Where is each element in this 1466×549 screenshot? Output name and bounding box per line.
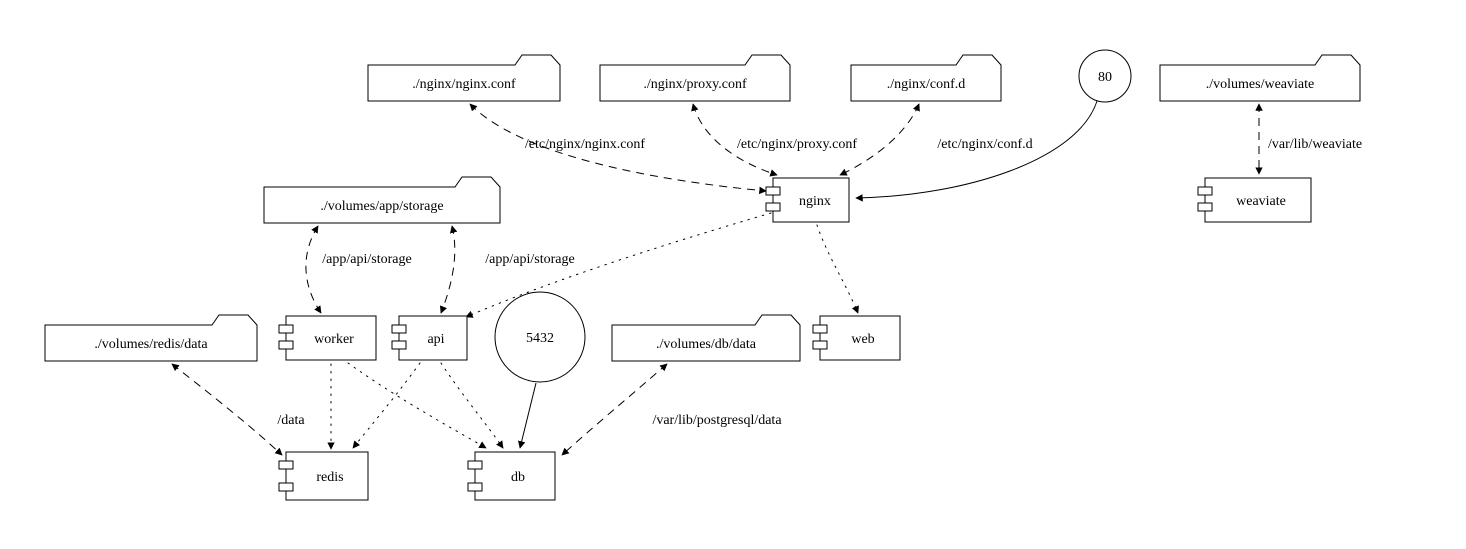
- edge-dbdata-db: [561, 363, 668, 456]
- edge-nginx-nginxconf: [469, 103, 767, 195]
- edge-api-db: [440, 362, 504, 449]
- component-tab-icon: [812, 340, 828, 350]
- node-volumes-weaviate: ./volumes/weaviate: [1159, 54, 1361, 102]
- node-label: ./volumes/db/data: [656, 337, 757, 352]
- component-tab-icon: [1197, 202, 1213, 212]
- node-label: nginx: [799, 194, 831, 209]
- port-circle-icon: [494, 291, 586, 383]
- component-tab-icon: [391, 340, 407, 350]
- edge-storage-worker: [305, 225, 322, 314]
- folder-icon: [367, 54, 561, 102]
- node-conf-d-volume: ./nginx/conf.d: [850, 54, 1002, 102]
- folder-icon: [1159, 54, 1361, 102]
- node-service-web: web: [812, 315, 901, 361]
- node-volumes-redis-data: ./volumes/redis/data: [44, 314, 258, 362]
- component-box: [398, 315, 468, 361]
- component-tab-icon: [812, 324, 828, 334]
- component-box: [772, 177, 850, 223]
- node-service-weaviate: weaviate: [1197, 177, 1312, 223]
- node-label: ./nginx/proxy.conf: [643, 77, 747, 92]
- node-label: ./volumes/app/storage: [320, 199, 443, 214]
- edge-label-nginx-conf-mount: /etc/nginx/nginx.conf: [525, 137, 645, 152]
- component-tab-icon: [278, 482, 294, 492]
- node-label: 5432: [526, 331, 554, 346]
- node-label: api: [427, 332, 444, 347]
- node-service-redis: redis: [278, 451, 369, 501]
- node-volumes-db-data: ./volumes/db/data: [611, 314, 801, 362]
- node-proxy-conf-volume: ./nginx/proxy.conf: [599, 54, 791, 102]
- edge-port5432-db: [517, 382, 537, 449]
- node-label: db: [511, 470, 525, 485]
- node-service-worker: worker: [278, 315, 377, 361]
- node-label: web: [851, 332, 874, 347]
- edge-label-redis-mount: /data: [277, 413, 305, 428]
- component-box: [285, 315, 377, 361]
- port-circle-icon: [1078, 49, 1132, 103]
- node-port-80: 80: [1078, 49, 1132, 103]
- edge-nginx-proxyconf: [691, 103, 778, 177]
- folder-icon: [850, 54, 1002, 102]
- node-label: ./volumes/redis/data: [94, 337, 208, 352]
- folder-icon: [611, 314, 801, 362]
- edge-api-redis: [352, 362, 421, 449]
- edge-label-storage-mount-worker: /app/api/storage: [322, 252, 411, 267]
- folder-icon: [599, 54, 791, 102]
- node-label: ./nginx/nginx.conf: [412, 77, 516, 92]
- component-tab-icon: [1197, 186, 1213, 196]
- edge-nginx-web: [816, 224, 859, 314]
- edge-port80-nginx: [855, 100, 1098, 202]
- component-box: [474, 451, 556, 501]
- node-nginx-conf-volume: ./nginx/nginx.conf: [367, 54, 561, 102]
- node-label: 80: [1098, 70, 1112, 85]
- edge-label-conf-d-mount: /etc/nginx/conf.d: [937, 137, 1032, 152]
- node-service-api: api: [391, 315, 468, 361]
- edge-label-db-mount: /var/lib/postgresql/data: [652, 413, 782, 428]
- component-tab-icon: [467, 460, 483, 470]
- component-tab-icon: [391, 324, 407, 334]
- node-label: ./volumes/weaviate: [1206, 77, 1314, 92]
- node-label: worker: [314, 332, 354, 347]
- component-box: [285, 451, 369, 501]
- node-service-nginx: nginx: [765, 177, 850, 223]
- component-tab-icon: [765, 186, 781, 196]
- node-service-db: db: [467, 451, 556, 501]
- edge-label-storage-mount-api: /app/api/storage: [485, 252, 574, 267]
- edge-worker-db: [347, 362, 487, 449]
- edge-label-proxy-conf-mount: /etc/nginx/proxy.conf: [737, 137, 857, 152]
- edge-redisdata-redis: [171, 363, 283, 456]
- node-port-5432: 5432: [494, 291, 586, 383]
- edge-label-weaviate-mount: /var/lib/weaviate: [1268, 137, 1362, 152]
- folder-icon: [263, 176, 501, 224]
- node-label: weaviate: [1236, 194, 1286, 209]
- folder-icon: [44, 314, 258, 362]
- component-tab-icon: [467, 482, 483, 492]
- component-tab-icon: [278, 460, 294, 470]
- component-box: [819, 315, 901, 361]
- node-label: redis: [316, 470, 343, 485]
- component-box: [1204, 177, 1312, 223]
- node-label: ./nginx/conf.d: [887, 77, 966, 92]
- edge-nginx-api: [465, 212, 772, 318]
- component-tab-icon: [765, 202, 781, 212]
- node-volumes-app-storage: ./volumes/app/storage: [263, 176, 501, 224]
- component-tab-icon: [278, 324, 294, 334]
- component-tab-icon: [278, 340, 294, 350]
- edge-storage-api: [439, 225, 458, 314]
